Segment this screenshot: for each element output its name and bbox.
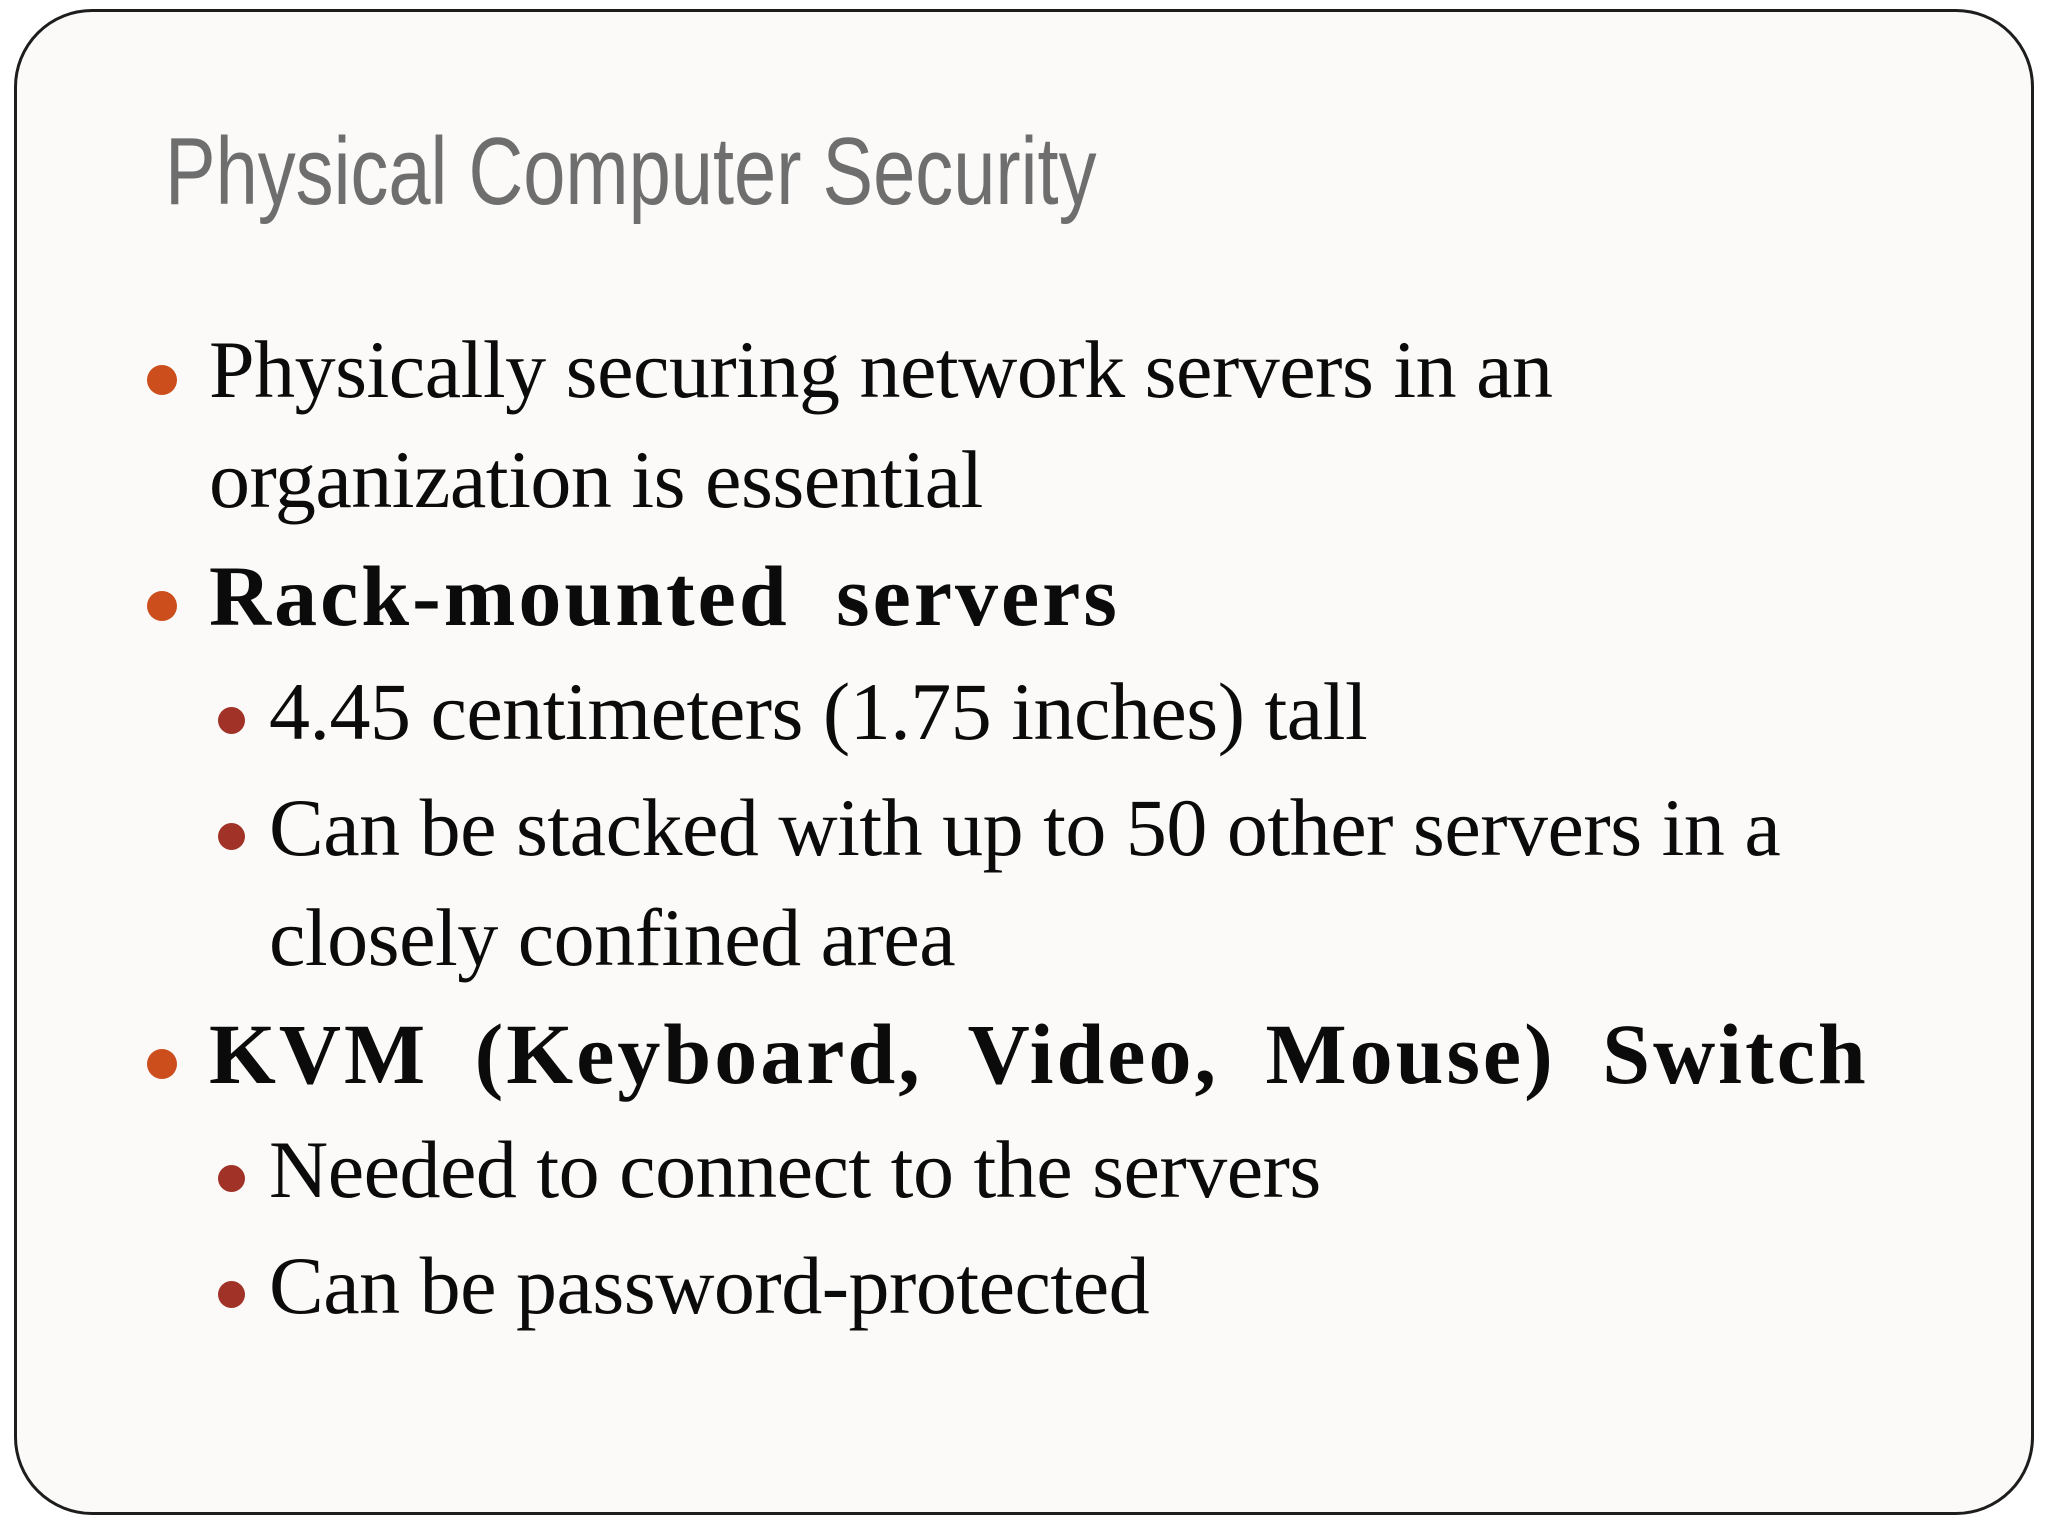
- bullet-text: KVM (Keyboard, Video, Mouse) Switch: [209, 1006, 1869, 1102]
- bullet-item: Needed to connect to the servers: [17, 1115, 1991, 1225]
- bullet-item: Can be password-protected: [17, 1231, 1991, 1341]
- bullet-item: KVM (Keyboard, Video, Mouse) Switch: [17, 999, 1991, 1109]
- bullet-text: Needed to connect to the servers: [269, 1124, 1321, 1215]
- bullet-item: 4.45 centimeters (1.75 inches) tall: [17, 657, 1991, 767]
- slide: Physical Computer Security Physically se…: [14, 9, 2034, 1515]
- bullet-marker-icon: [218, 1281, 245, 1308]
- bullet-text: 4.45 centimeters (1.75 inches) tall: [269, 666, 1368, 757]
- bullet-item: Can be stacked with up to 50 other serve…: [17, 773, 1991, 993]
- bullet-marker-icon: [147, 365, 177, 395]
- bullet-text: Rack-mounted servers: [209, 548, 1120, 644]
- bullet-item: Rack-mounted servers: [17, 541, 1991, 651]
- bullet-marker-icon: [218, 1165, 245, 1192]
- slide-title: Physical Computer Security: [165, 118, 1097, 225]
- bullet-marker-icon: [147, 591, 177, 621]
- bullet-text: Physically securing network servers in a…: [209, 324, 1553, 525]
- bullet-list: Physically securing network servers in a…: [17, 315, 1991, 1341]
- bullet-marker-icon: [218, 707, 245, 734]
- bullet-item: Physically securing network servers in a…: [17, 315, 1991, 535]
- bullet-marker-icon: [218, 823, 245, 850]
- bullet-marker-icon: [147, 1049, 177, 1079]
- bullet-text: Can be stacked with up to 50 other serve…: [269, 782, 1781, 983]
- bullet-text: Can be password-protected: [269, 1240, 1150, 1331]
